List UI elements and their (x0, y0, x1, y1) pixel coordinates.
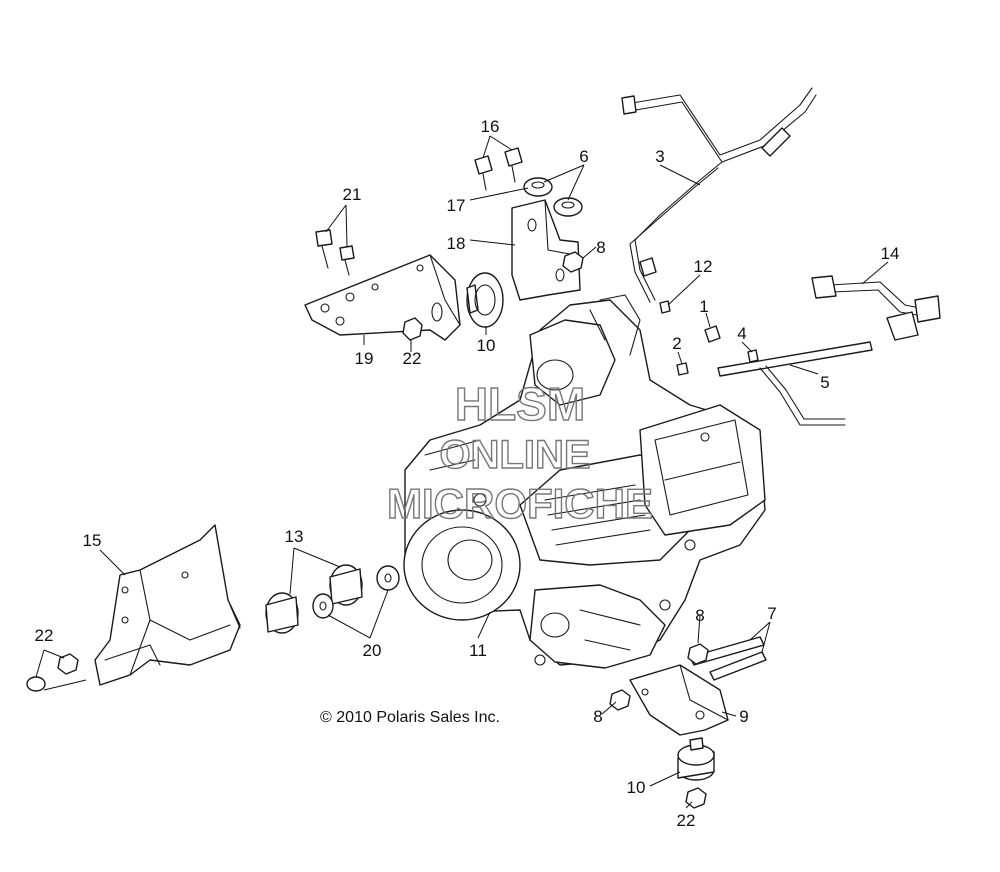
watermark-line1: HLSM (455, 378, 585, 430)
engine-assembly (403, 294, 766, 669)
callout-15: 15 (83, 531, 102, 550)
bracket-9 (629, 664, 729, 736)
nut-8-upper (562, 251, 584, 273)
callout-2: 2 (672, 334, 681, 353)
callout-22-left: 22 (35, 626, 54, 645)
callout-8-lower: 8 (593, 707, 602, 726)
callout-13: 13 (285, 527, 304, 546)
nut-22-upper (402, 317, 423, 341)
watermark-line2: ONLINE (439, 433, 590, 477)
callout-11: 11 (469, 641, 487, 660)
grommets-6 (523, 177, 583, 217)
callout-19: 19 (355, 349, 374, 368)
callout-22-upper: 22 (403, 349, 422, 368)
nut-washer-22-left (26, 653, 79, 692)
callout-5: 5 (820, 373, 829, 392)
watermark-line3: MICROFICHE (387, 480, 653, 527)
breather-tube (717, 341, 873, 426)
callout-4: 4 (737, 324, 746, 343)
nut-8-lower-b (609, 689, 631, 711)
engine-mount-10-lower (677, 737, 715, 781)
callout-14: 14 (881, 244, 900, 263)
callout-12: 12 (694, 257, 713, 276)
callout-8-right: 8 (695, 606, 704, 625)
callout-8-upper: 8 (596, 238, 605, 257)
engine-mount-10-upper (466, 272, 504, 328)
callout-7: 7 (767, 604, 776, 623)
callout-20: 20 (363, 641, 382, 660)
callout-9: 9 (739, 707, 748, 726)
callout-10-lower: 10 (627, 778, 646, 797)
sensor-harness (811, 275, 941, 341)
callout-3: 3 (655, 147, 664, 166)
callout-18: 18 (447, 234, 466, 253)
callout-1: 1 (699, 297, 708, 316)
leader-lines (35, 135, 889, 809)
callout-17: 17 (447, 196, 466, 215)
mounts-13-washers-20 (265, 564, 400, 634)
callout-labels: 1 2 3 4 5 6 7 8 8 8 9 10 10 11 12 13 14 … (35, 117, 900, 830)
bolts-16 (474, 147, 523, 191)
watermark: HLSM ONLINE MICROFICHE (386, 377, 653, 527)
copyright-notice: © 2010 Polaris Sales Inc. (320, 709, 500, 726)
callout-10-upper: 10 (477, 336, 496, 355)
fuel-line-assembly (621, 87, 817, 303)
bolts-21 (315, 229, 355, 276)
small-hardware (659, 300, 759, 376)
bracket-18 (511, 199, 581, 301)
nut-8-lower-a (687, 643, 709, 665)
callout-22-bottom: 22 (677, 811, 696, 830)
front-bracket-15 (94, 524, 241, 686)
callout-16: 16 (481, 117, 500, 136)
rear-bracket (304, 254, 461, 341)
callout-21: 21 (343, 185, 362, 204)
callout-6: 6 (579, 147, 588, 166)
